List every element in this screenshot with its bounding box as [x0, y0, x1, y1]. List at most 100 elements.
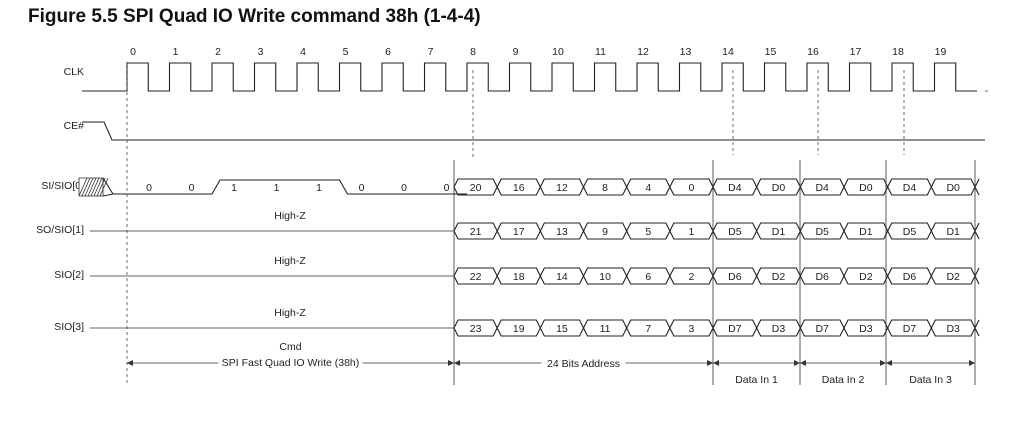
sio2-bus-tail — [974, 267, 980, 285]
cmd-bit-label: 1 — [316, 182, 322, 194]
clock-number: 16 — [807, 46, 819, 58]
sio3-bus-value: D7 — [728, 323, 742, 335]
hatch-line — [90, 177, 100, 197]
sio2-bus-value: D2 — [946, 271, 960, 283]
clock-number: 10 — [552, 46, 564, 58]
sio1-bus-cells — [453, 222, 976, 240]
sio3-bus-value: 19 — [513, 323, 525, 335]
signal-label-sio2: SIO[2] — [54, 269, 84, 281]
data3-arrow-head-right — [969, 360, 975, 366]
sio0-bus-value: D4 — [903, 182, 917, 194]
sio3-bus-cells — [453, 319, 976, 337]
sio1-bus-value: 17 — [513, 226, 525, 238]
sio1-bus-tail — [974, 222, 980, 240]
sio2-bus-value: D2 — [772, 271, 786, 283]
figure-title: Figure 5.5 SPI Quad IO Write command 38h… — [28, 6, 481, 27]
sio3-bus-value: 15 — [556, 323, 568, 335]
clock-number: 11 — [595, 46, 606, 58]
clock-number: 19 — [935, 46, 947, 58]
hatch-line — [87, 177, 97, 197]
sio3-bus-value: D3 — [772, 323, 786, 335]
address-arrow-head-left — [454, 360, 460, 366]
data2-label: Data In 2 — [822, 374, 865, 386]
signal-label-sio1: SO/SIO[1] — [36, 224, 84, 236]
signal-label-clk: CLK — [64, 66, 84, 78]
sio3-bus-value: 3 — [688, 323, 694, 335]
hatch-line — [93, 177, 103, 197]
cmd-arrow-head-left — [127, 360, 133, 366]
sio2-bus-value: 2 — [688, 271, 694, 283]
ce-waveform — [82, 121, 985, 141]
hatch-line — [99, 177, 109, 197]
clock-number: 9 — [513, 46, 519, 58]
clock-number: 17 — [850, 46, 862, 58]
data3-label: Data In 3 — [909, 374, 952, 386]
clock-number: 3 — [258, 46, 264, 58]
cmd-bit-label: 0 — [189, 182, 195, 194]
sio1-high-z-label: High-Z — [274, 210, 306, 222]
sio2-bus-value: 18 — [513, 271, 525, 283]
sio0-bus-value: D4 — [815, 182, 829, 194]
sio2-bus-value: 6 — [645, 271, 651, 283]
cmd-bit-label: 0 — [444, 182, 450, 194]
sio1-bus-value: 21 — [470, 226, 482, 238]
data2-arrow-head-right — [880, 360, 886, 366]
cmd-arrow-head-right — [448, 360, 454, 366]
sio0-bus-value: 0 — [688, 182, 694, 194]
sio0-bus-value: 12 — [556, 182, 568, 194]
cmd-bit-label: 0 — [359, 182, 365, 194]
clock-number: 13 — [680, 46, 692, 58]
sio0-bus-tail — [974, 178, 980, 196]
sio3-bus-value: 7 — [645, 323, 651, 335]
cmd-bit-label: 0 — [146, 182, 152, 194]
sio1-bus-value: 9 — [602, 226, 608, 238]
sio1-bus-value: D1 — [772, 226, 786, 238]
sio1-bus-value: D1 — [859, 226, 873, 238]
sio0-bus-value: 20 — [470, 182, 482, 194]
sio2-bus-cells — [453, 267, 976, 285]
clk-line — [82, 62, 977, 92]
sio0-cmd-line — [102, 177, 467, 197]
data2-arrow-head-left — [800, 360, 806, 366]
signal-labels: CLK CE# SI/SIO[0] SO/SIO[1] SIO[2] SIO[3] — [36, 66, 84, 333]
signal-label-sio0: SI/SIO[0] — [41, 180, 84, 192]
sio1-bus-value: D1 — [946, 226, 960, 238]
cmd-label-bg — [218, 354, 363, 368]
sio3-bus-value: 23 — [470, 323, 482, 335]
signal-label-ce: CE# — [64, 120, 85, 132]
ce-line — [82, 121, 985, 141]
clock-number: 0 — [130, 46, 136, 58]
clock-number: 5 — [343, 46, 349, 58]
hatch-line — [78, 177, 88, 197]
sio2-bus-value: D2 — [859, 271, 873, 283]
sio0-bus-value: D0 — [859, 182, 873, 194]
sio0-bus-cells — [453, 178, 976, 196]
clock-number: 8 — [470, 46, 476, 58]
address-label: 24 Bits Address — [547, 358, 620, 370]
sio3-bus-value: D3 — [946, 323, 960, 335]
data1-label: Data In 1 — [735, 374, 778, 386]
cmd-label-top: Cmd — [279, 341, 301, 353]
sio1-bus-value: D5 — [815, 226, 829, 238]
sio3-bus-value: 11 — [600, 323, 611, 335]
sio0-bus-value: 4 — [645, 182, 651, 194]
data3-arrow-head-left — [886, 360, 892, 366]
clock-number: 15 — [765, 46, 777, 58]
sio0-bus-value: 8 — [602, 182, 608, 194]
sio0-bus-value: D4 — [728, 182, 742, 194]
sio2-bus-value: 22 — [470, 271, 482, 283]
cmd-bit-label: 1 — [231, 182, 237, 194]
sio1-bus-value: 13 — [556, 226, 568, 238]
clock-number: 2 — [215, 46, 221, 58]
signal-label-sio3: SIO[3] — [54, 321, 84, 333]
address-label-bg — [541, 356, 626, 368]
sio3-bus-value: D7 — [903, 323, 917, 335]
sio2-bus-value: 10 — [599, 271, 611, 283]
address-arrow-head-right — [707, 360, 713, 366]
guide-lines — [126, 62, 976, 385]
sio1-bus-value: D5 — [903, 226, 917, 238]
data1-arrow-head-right — [794, 360, 800, 366]
sio0-bus-value: 16 — [513, 182, 525, 194]
